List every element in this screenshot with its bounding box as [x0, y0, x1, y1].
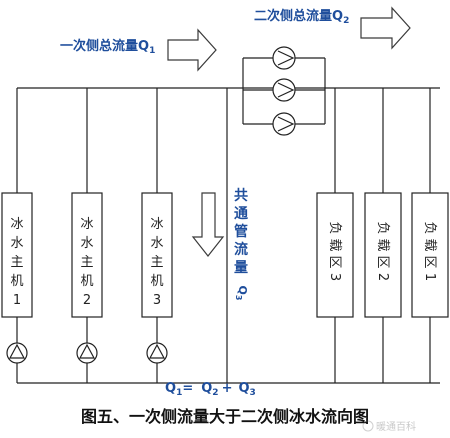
- load-3-char: 负: [327, 221, 342, 234]
- chiller-1-box: [1, 192, 33, 318]
- common-pipe-down-arrow-icon: [191, 192, 225, 257]
- load-3-char: 载: [327, 238, 342, 251]
- load-2-box: [364, 192, 402, 318]
- watermark-logo-icon: [362, 420, 374, 432]
- load-3-char: 3: [327, 273, 342, 281]
- secondary-pump-2-icon: [272, 78, 296, 102]
- primary-flow-label: 一次侧总流量Q1: [60, 38, 155, 56]
- load-2-char: 负: [375, 221, 390, 234]
- secondary-pump-1-icon: [272, 46, 296, 70]
- figure-caption: 图五、一次侧流量大于二次侧冰水流向图: [81, 407, 369, 426]
- load-2-char: 区: [375, 255, 390, 268]
- common-pipe-q: Q3: [234, 286, 249, 301]
- common-pipe-label-char: 共: [234, 187, 248, 204]
- chiller-2-char: 冰: [80, 217, 93, 232]
- common-pipe-label-char: 管: [234, 223, 248, 240]
- chiller-2-char: 2: [83, 293, 91, 308]
- load-1-char: 载: [422, 238, 437, 251]
- chiller-1-char: 主: [10, 255, 23, 270]
- common-pipe-label-char: 流: [234, 241, 248, 258]
- chiller-2-char: 水: [80, 236, 93, 251]
- load-1-char: 1: [422, 273, 437, 281]
- chiller-3-char: 3: [153, 293, 161, 308]
- chiller-3-char: 机: [150, 274, 163, 289]
- common-pipe-label: 共通管流量 Q3: [234, 187, 249, 300]
- chiller-3-char: 主: [150, 255, 163, 270]
- chiller-2-char: 机: [80, 274, 93, 289]
- secondary-pump-3-icon: [272, 112, 296, 136]
- load-2-char: 2: [375, 273, 390, 281]
- flow-arrows: [167, 6, 411, 257]
- secondary-flow-arrow-icon: [360, 6, 411, 50]
- load-1-box: [411, 192, 449, 318]
- chiller-2-char: 主: [80, 255, 93, 270]
- svg-text:共通管流量: 共通管流量: [234, 187, 248, 276]
- flow-equation: Q1=Q2+Q3: [165, 381, 256, 398]
- primary-pump-1-icon: [6, 342, 28, 364]
- chiller-2-box: [71, 192, 103, 318]
- chiller-3-box: [141, 192, 173, 318]
- primary-pump-2-icon: [76, 342, 98, 364]
- load-3-box: [316, 192, 354, 318]
- load-1-char: 区: [422, 255, 437, 268]
- chiller-1-char: 水: [10, 236, 23, 251]
- loads: 负 载 区 3 负 载 区 2 负 载 区 1: [316, 192, 449, 318]
- primary-pumps: [6, 342, 168, 364]
- load-1-char: 负: [422, 221, 437, 234]
- secondary-pumps: [272, 46, 296, 136]
- load-2-char: 载: [375, 238, 390, 251]
- common-pipe-label-char: 通: [234, 206, 248, 222]
- load-3-char: 区: [327, 255, 342, 268]
- watermark-text: 暖通百科: [376, 420, 416, 433]
- watermark: 暖通百科: [362, 420, 416, 433]
- chiller-1-char: 机: [10, 274, 23, 289]
- primary-pump-3-icon: [146, 342, 168, 364]
- chiller-3-char: 冰: [150, 217, 163, 232]
- chillers: 冰 水 主 机 1 冰 水 主 机 2 冰 水 主 机 3: [1, 192, 173, 318]
- chiller-1-char: 冰: [10, 217, 23, 232]
- secondary-flow-label: 二次侧总流量Q2: [254, 8, 349, 26]
- primary-flow-arrow-icon: [167, 28, 217, 72]
- chiller-3-char: 水: [150, 236, 163, 251]
- chiller-1-char: 1: [13, 293, 21, 308]
- common-pipe-label-char: 量: [234, 260, 248, 276]
